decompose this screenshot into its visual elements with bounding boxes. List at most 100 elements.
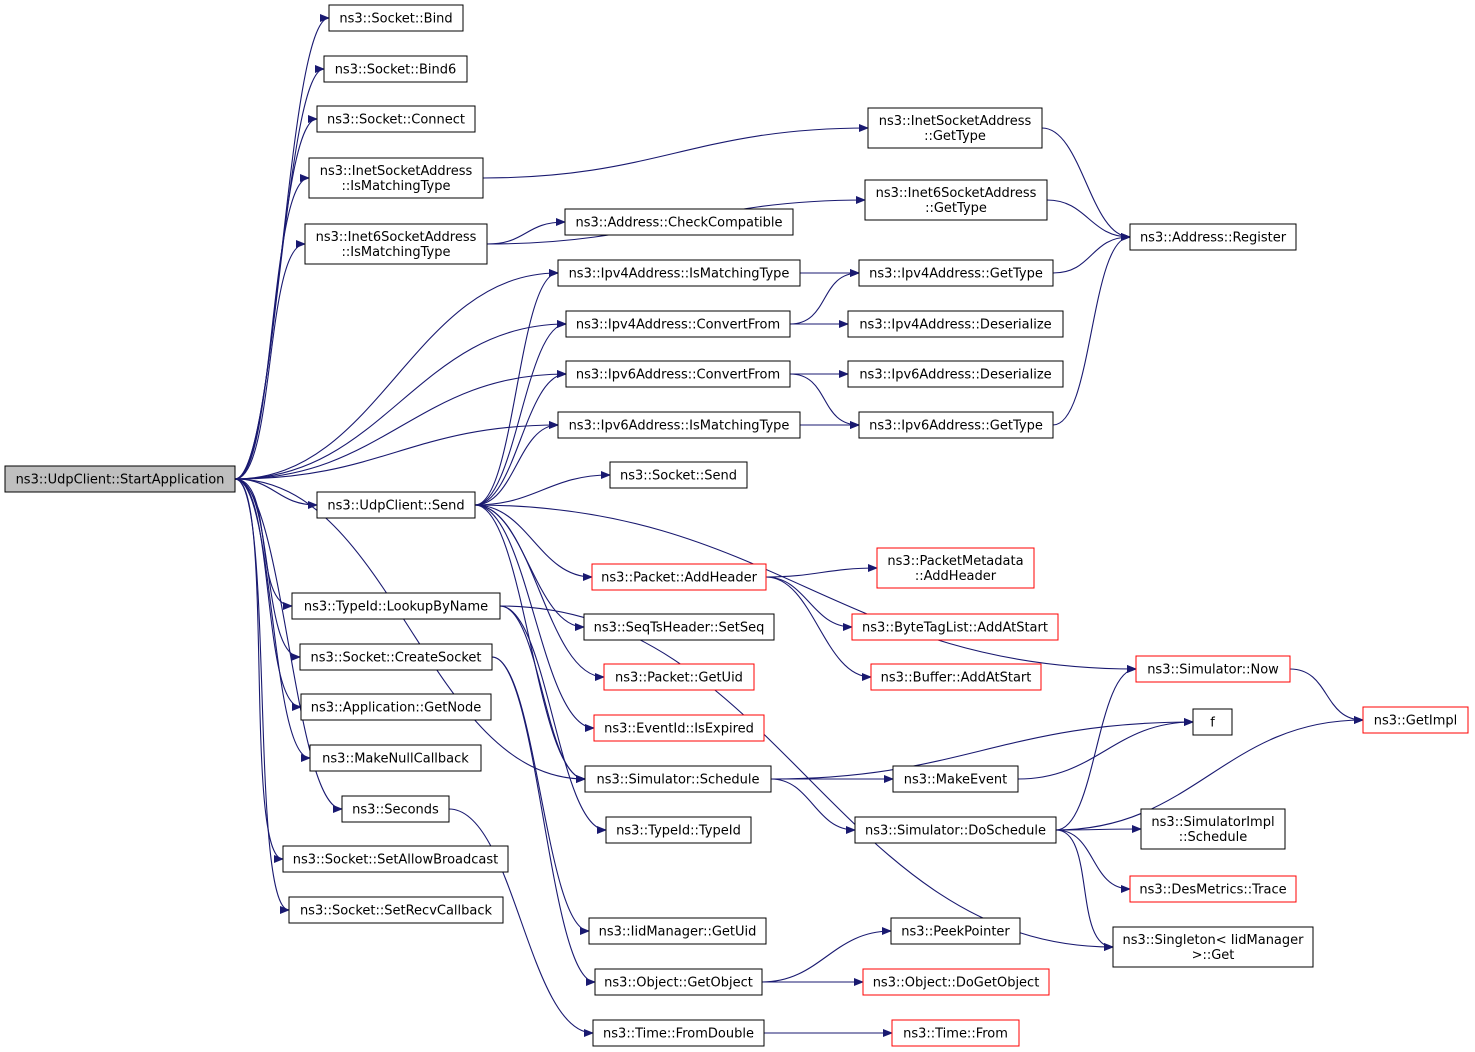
node-ipv6-match[interactable]: ns3::Ipv6Address::IsMatchingType	[557, 411, 801, 439]
node-label: ns3::Inet6SocketAddress	[876, 186, 1037, 201]
node-label: ns3::TypeId::LookupByName	[304, 600, 488, 615]
edge-sim_doschedule-to-singleton_get	[1055, 829, 1114, 951]
node-typeid-lookup[interactable]: ns3::TypeId::LookupByName	[291, 592, 501, 620]
node-box	[847, 360, 1064, 388]
node-box	[304, 223, 488, 265]
node-label: ns3::Address::Register	[1140, 231, 1287, 246]
node-box	[308, 157, 484, 199]
node-sim-doschedule[interactable]: ns3::Simulator::DoSchedule	[854, 816, 1057, 844]
node-label: ns3::Buffer::AddAtStart	[881, 671, 1032, 686]
node-inet6-gettype[interactable]: ns3::Inet6SocketAddress::GetType	[864, 179, 1048, 221]
node-buf-addatstart[interactable]: ns3::Buffer::AddAtStart	[870, 663, 1042, 691]
node-box	[609, 461, 748, 489]
edge-inet6_match-to-addr_check	[486, 218, 566, 245]
node-box	[605, 816, 752, 844]
node-inet6-match[interactable]: ns3::Inet6SocketAddress::IsMatchingType	[304, 223, 488, 265]
node-box	[564, 208, 794, 236]
node-box	[593, 714, 765, 742]
node-label: ns3::Time::From	[903, 1027, 1008, 1042]
node-box	[328, 4, 464, 32]
edge-udp_send-to-ipv4_match	[474, 269, 559, 506]
node-seqts-setseq[interactable]: ns3::SeqTsHeader::SetSeq	[583, 613, 775, 641]
node-label: ns3::Socket::SetAllowBroadcast	[293, 853, 499, 868]
node-bind[interactable]: ns3::Socket::Bind	[328, 4, 464, 32]
node-f[interactable]: f	[1192, 708, 1233, 736]
node-app-getnode[interactable]: ns3::Application::GetNode	[300, 693, 492, 721]
node-box	[565, 360, 791, 388]
edge-start_app-to-ipv6_convert	[234, 370, 567, 480]
node-nullcallback[interactable]: ns3::MakeNullCallback	[309, 744, 482, 772]
node-label: ::AddHeader	[915, 569, 997, 584]
node-inet-match[interactable]: ns3::InetSocketAddress::IsMatchingType	[308, 157, 484, 199]
node-ipv6-gettype[interactable]: ns3::Ipv6Address::GetType	[858, 411, 1054, 439]
node-box	[1129, 875, 1297, 903]
node-inet-gettype[interactable]: ns3::InetSocketAddress::GetType	[867, 107, 1043, 149]
node-iid-getuid[interactable]: ns3::IidManager::GetUid	[588, 917, 767, 945]
node-addr-register[interactable]: ns3::Address::Register	[1129, 223, 1297, 251]
node-box	[565, 310, 791, 338]
node-label: ::Schedule	[1179, 830, 1248, 845]
node-label: ns3::Socket::CreateSocket	[310, 651, 481, 666]
node-box	[288, 896, 504, 924]
node-label: ns3::Ipv6Address::ConvertFrom	[576, 368, 780, 383]
node-pkt-addheader[interactable]: ns3::Packet::AddHeader	[591, 563, 767, 591]
node-label: ::IsMatchingType	[342, 179, 451, 194]
node-typeid-typeid[interactable]: ns3::TypeId::TypeId	[605, 816, 752, 844]
node-box	[867, 107, 1043, 149]
node-setrecvcb[interactable]: ns3::Socket::SetRecvCallback	[288, 896, 504, 924]
node-time-fromdouble[interactable]: ns3::Time::FromDouble	[592, 1019, 765, 1047]
edge-udp_send-to-pkt_addheader	[474, 504, 593, 581]
node-box	[854, 816, 1057, 844]
node-obj-dogetobject[interactable]: ns3::Object::DoGetObject	[862, 968, 1050, 996]
node-setallowbc[interactable]: ns3::Socket::SetAllowBroadcast	[282, 845, 509, 873]
node-singleton-get[interactable]: ns3::Singleton< IidManager>::Get	[1112, 926, 1314, 968]
node-ipv4-match[interactable]: ns3::Ipv4Address::IsMatchingType	[557, 259, 801, 287]
node-start-app[interactable]: ns3::UdpClient::StartApplication	[4, 465, 236, 493]
node-simimpl-schedule[interactable]: ns3::SimulatorImpl::Schedule	[1140, 808, 1286, 850]
node-makeevent[interactable]: ns3::MakeEvent	[892, 765, 1019, 793]
node-box	[557, 259, 801, 287]
node-box	[316, 105, 476, 133]
edge-start_app-to-sim_schedule	[234, 478, 586, 783]
node-socket-create[interactable]: ns3::Socket::CreateSocket	[299, 643, 493, 671]
node-connect[interactable]: ns3::Socket::Connect	[316, 105, 476, 133]
node-udp-send[interactable]: ns3::UdpClient::Send	[316, 491, 476, 519]
node-bind6[interactable]: ns3::Socket::Bind6	[323, 55, 468, 83]
node-box	[891, 1019, 1020, 1047]
node-pkt-getuid[interactable]: ns3::Packet::GetUid	[603, 663, 755, 691]
node-sim-schedule[interactable]: ns3::Simulator::Schedule	[584, 765, 772, 793]
node-pm-addheader[interactable]: ns3::PacketMetadata::AddHeader	[876, 547, 1035, 589]
edge-sim_schedule-to-sim_doschedule	[770, 778, 856, 834]
node-label: ns3::Socket::Connect	[327, 113, 465, 128]
node-ipv4-convert[interactable]: ns3::Ipv4Address::ConvertFrom	[565, 310, 791, 338]
edge-start_app-to-ipv4_convert	[234, 320, 567, 480]
node-box	[892, 765, 1019, 793]
node-btl-addatstart[interactable]: ns3::ByteTagList::AddAtStart	[851, 613, 1059, 641]
node-ipv4-gettype[interactable]: ns3::Ipv4Address::GetType	[858, 259, 1054, 287]
node-desmetrics-trace[interactable]: ns3::DesMetrics::Trace	[1129, 875, 1297, 903]
node-ipv6-convert[interactable]: ns3::Ipv6Address::ConvertFrom	[565, 360, 791, 388]
edge-sim_now-to-getimpl	[1289, 668, 1364, 724]
node-evt-isexpired[interactable]: ns3::EventId::IsExpired	[593, 714, 765, 742]
node-peekpointer[interactable]: ns3::PeekPointer	[890, 917, 1021, 945]
node-box	[592, 1019, 765, 1047]
edge-start_app-to-socket_create	[234, 478, 301, 661]
node-box	[299, 643, 493, 671]
node-seconds[interactable]: ns3::Seconds	[341, 795, 450, 823]
node-box	[870, 663, 1042, 691]
edge-socket_create-to-iid_getuid	[491, 656, 590, 935]
node-time-from[interactable]: ns3::Time::From	[891, 1019, 1020, 1047]
node-sim-now[interactable]: ns3::Simulator::Now	[1135, 655, 1291, 683]
node-label: ns3::MakeEvent	[904, 773, 1008, 788]
node-socket-send[interactable]: ns3::Socket::Send	[609, 461, 748, 489]
node-label: ns3::Ipv4Address::GetType	[869, 267, 1043, 282]
node-label: ns3::UdpClient::StartApplication	[16, 473, 225, 488]
node-obj-getobject[interactable]: ns3::Object::GetObject	[594, 968, 763, 996]
node-box	[1112, 926, 1314, 968]
node-getimpl[interactable]: ns3::GetImpl	[1362, 706, 1469, 734]
node-ipv6-deser[interactable]: ns3::Ipv6Address::Deserialize	[847, 360, 1064, 388]
node-box	[4, 465, 236, 493]
node-ipv4-deser[interactable]: ns3::Ipv4Address::Deserialize	[847, 310, 1064, 338]
node-label: ns3::Socket::Send	[620, 469, 737, 484]
node-addr-check[interactable]: ns3::Address::CheckCompatible	[564, 208, 794, 236]
